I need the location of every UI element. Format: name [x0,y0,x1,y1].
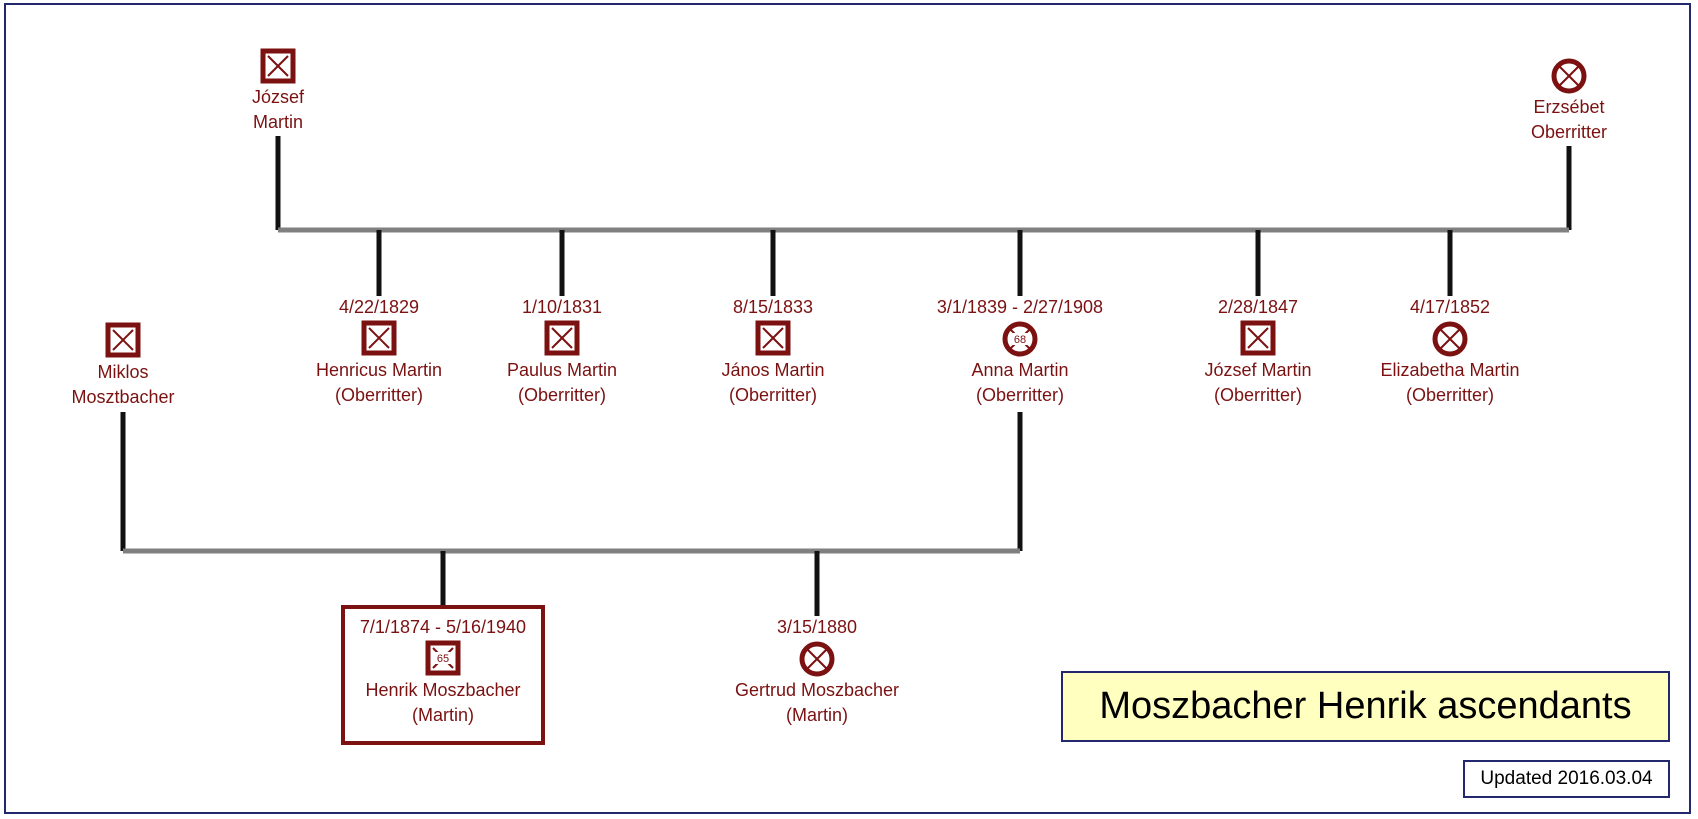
person-name: János Martin [721,360,825,380]
person-name: Miklos [97,362,149,382]
male-deceased-icon [1240,320,1276,356]
person-name: Elizabetha Martin [1380,360,1520,380]
person-dates: 8/15/1833 [732,297,814,317]
person-name: Anna Martin [971,360,1069,380]
person-dates: 3/15/1880 [776,617,858,637]
person-miklos-mosztbacher[interactable]: Miklos Mosztbacher [13,322,233,410]
diagram-title: Moszbacher Henrik ascendants [1061,671,1670,742]
person-name-2: (Oberritter) [1213,385,1302,405]
person-name-2: Oberritter [1530,122,1608,142]
person-name-2: Mosztbacher [71,387,175,407]
person-name-2: (Oberritter) [975,385,1064,405]
person-henricus-martin[interactable]: 4/22/1829 Henricus Martin (Oberritter) [269,295,489,408]
person-name: Erzsébet [1533,97,1605,117]
person-name-2: (Oberritter) [517,385,606,405]
person-janos-martin[interactable]: 8/15/1833 János Martin (Oberritter) [663,295,883,408]
person-paulus-martin[interactable]: 1/10/1831 Paulus Martin (Oberritter) [452,295,672,408]
person-elizabetha-martin[interactable]: 4/17/1852 Elizabetha Martin (Oberritter) [1340,295,1560,408]
male-deceased-icon [755,320,791,356]
male-deceased-icon [260,48,296,84]
female-deceased-icon [799,641,835,677]
person-name: József [251,87,305,107]
person-henrik-moszbacher[interactable]: 7/1/1874 - 5/16/1940 65 Henrik Moszbache… [333,615,553,728]
female-deceased-icon: 68 [1002,321,1038,357]
person-name-2: (Oberritter) [334,385,423,405]
person-name: József Martin [1204,360,1312,380]
person-dates: 3/1/1839 - 2/27/1908 [936,297,1104,317]
focus-person-box [341,605,545,745]
female-deceased-icon [1551,58,1587,94]
person-name-2: (Martin) [412,705,474,725]
person-dates: 1/10/1831 [521,297,603,317]
person-name-2: (Martin) [786,705,848,725]
male-deceased-icon: 65 [425,640,461,676]
female-deceased-icon [1432,321,1468,357]
person-gertrud-moszbacher[interactable]: 3/15/1880 Gertrud Moszbacher (Martin) [707,615,927,728]
person-jozsef-martin-jr[interactable]: 2/28/1847 József Martin (Oberritter) [1148,295,1368,408]
updated-label: Updated 2016.03.04 [1463,760,1670,798]
person-name: Henrik Moszbacher [365,680,521,700]
male-deceased-icon [105,322,141,358]
person-name: Gertrud Moszbacher [734,680,900,700]
person-jozsef-martin-sr[interactable]: József Martin [168,48,388,135]
person-dates: 7/1/1874 - 5/16/1940 [359,617,527,637]
person-anna-martin[interactable]: 3/1/1839 - 2/27/1908 68 Anna Martin (Obe… [910,295,1130,408]
person-name-2: Martin [252,112,303,132]
age-label: 65 [437,653,449,665]
person-name-2: (Oberritter) [728,385,817,405]
person-erzsebet-oberritter[interactable]: Erzsébet Oberritter [1459,57,1679,145]
male-deceased-icon [361,320,397,356]
person-name: Henricus Martin [315,360,443,380]
person-dates: 4/22/1829 [338,297,420,317]
person-name-2: (Oberritter) [1405,385,1494,405]
male-deceased-icon [544,320,580,356]
age-label: 68 [1014,334,1026,346]
person-dates: 2/28/1847 [1217,297,1299,317]
person-name: Paulus Martin [506,360,618,380]
person-dates: 4/17/1852 [1409,297,1491,317]
